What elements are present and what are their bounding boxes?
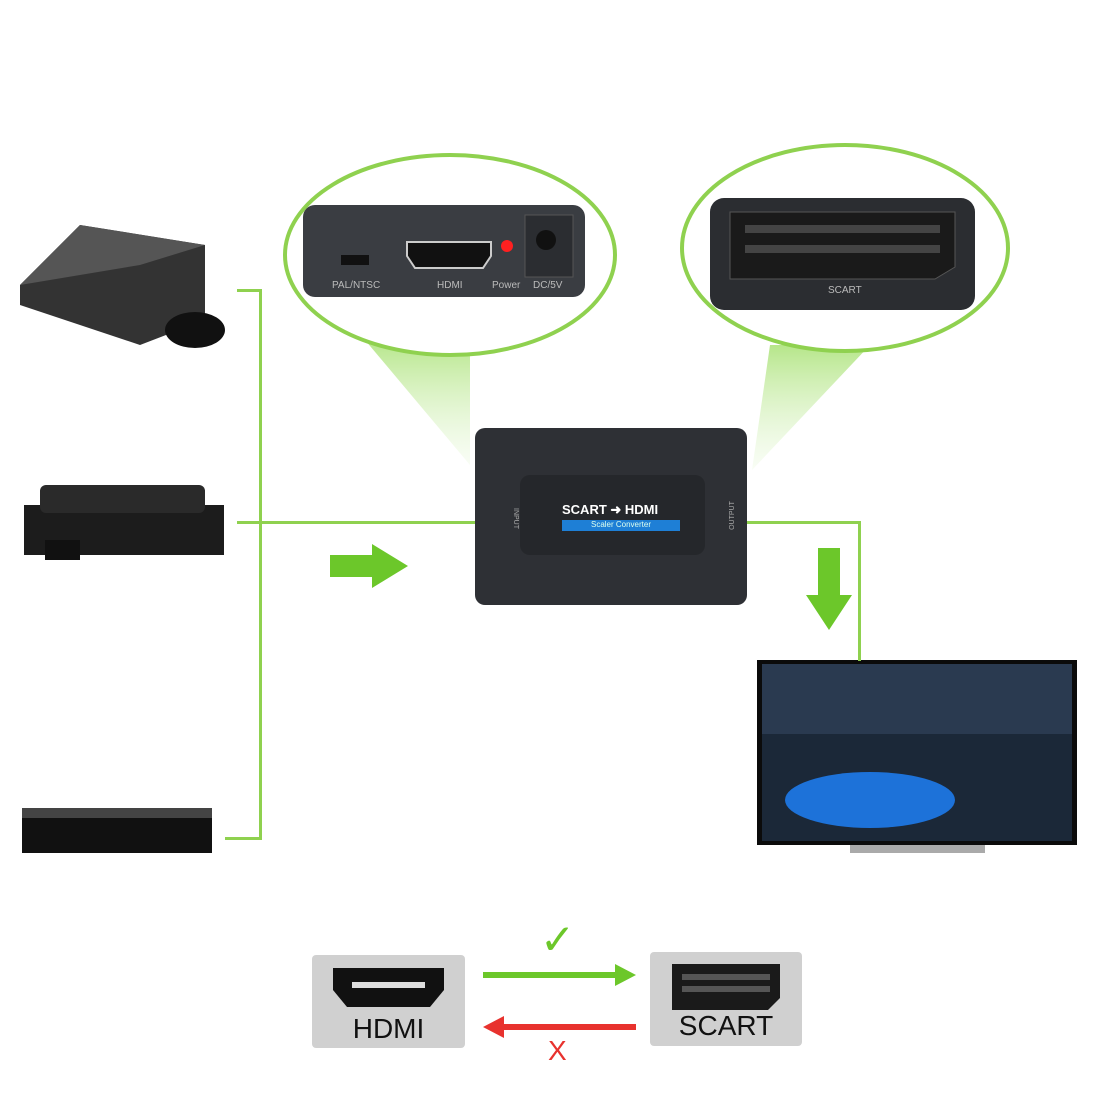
connection-line-console [237, 289, 262, 292]
connection-line-output [747, 521, 860, 524]
zoom-cone-right [752, 345, 870, 470]
scart-box: SCART [650, 952, 802, 1046]
label-power: Power [492, 280, 521, 291]
power-jack-icon [536, 230, 556, 250]
power-led-icon [501, 240, 513, 252]
hdmi-port-icon [406, 241, 492, 269]
converter-blue-label [562, 520, 680, 531]
scart-connector-icon [672, 964, 780, 1010]
arrow-down-icon [806, 548, 852, 630]
car-image [785, 772, 955, 828]
connection-line-vertical [259, 290, 262, 840]
set-top-box [24, 485, 224, 560]
blu-ray-player [22, 808, 212, 853]
arrow-hdmi-to-scart [483, 964, 636, 986]
label-scart: SCART [828, 285, 862, 296]
pal-ntsc-switch [341, 255, 369, 265]
scart-pins [745, 225, 940, 253]
label-pal-ntsc: PAL/NTSC [332, 280, 381, 291]
connection-line-bluray [225, 837, 262, 840]
converter-title: SCART ➜ HDMI [562, 502, 659, 517]
arrow-right-icon [330, 544, 408, 588]
label-dc5v: DC/5V [533, 280, 563, 291]
converter-subtitle: Scaler Converter [590, 520, 652, 529]
television [757, 660, 1077, 853]
game-console [20, 225, 225, 348]
connection-line-tv [858, 521, 861, 661]
connection-line-input [237, 521, 475, 524]
converter-band [520, 475, 705, 555]
scart-label: SCART [678, 1010, 774, 1041]
hdmi-box: HDMI [312, 955, 465, 1048]
check-icon: ✓ [540, 916, 576, 963]
converter-output-label: OUTPUT [728, 501, 736, 530]
arrow-scart-to-hdmi [483, 1016, 636, 1038]
hdmi-connector-icon [333, 968, 444, 1007]
converter-input-label: INPUT [512, 508, 519, 529]
zoom-cone-left [365, 340, 470, 465]
cross-icon: X [548, 1035, 567, 1066]
hdmi-label: HDMI [352, 1013, 425, 1044]
label-hdmi: HDMI [437, 280, 463, 291]
